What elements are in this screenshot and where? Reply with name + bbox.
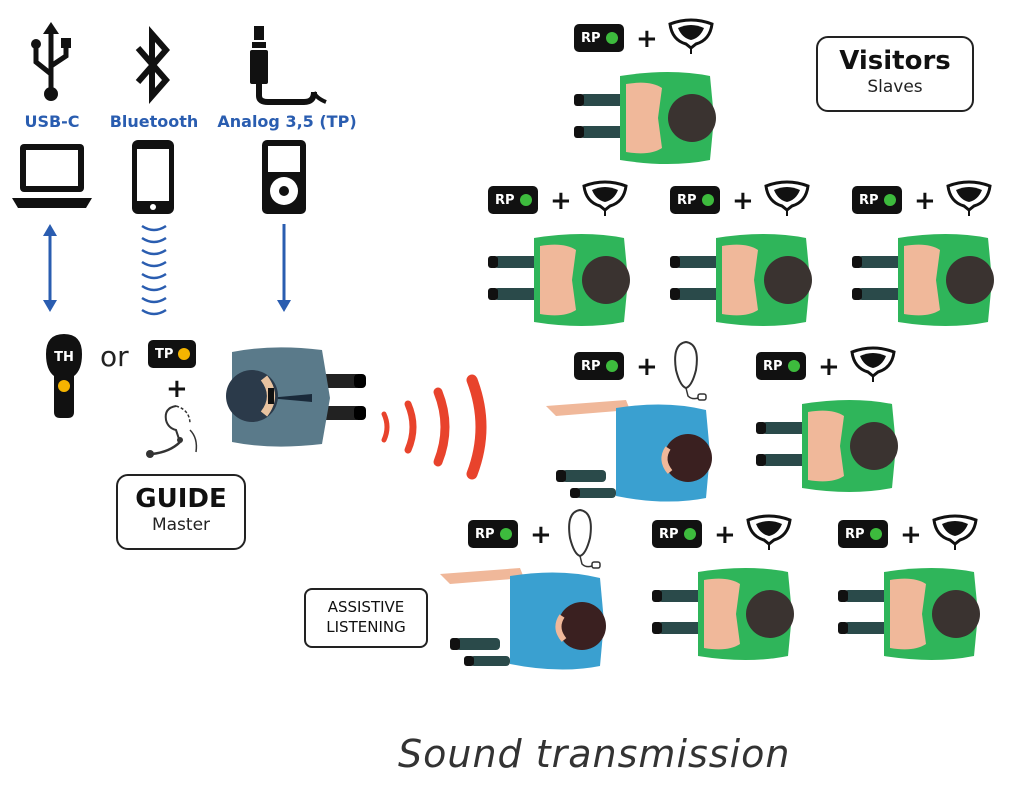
figure-caption: Sound transmission xyxy=(398,732,791,776)
handheld-transmitter-icon xyxy=(46,334,82,418)
earpiece-icon xyxy=(850,346,896,382)
bluetooth-icon xyxy=(135,26,170,104)
receiver-label: RP xyxy=(475,526,495,542)
assistive-line1: ASSISTIVE xyxy=(327,598,405,616)
receiver-led-icon xyxy=(605,360,618,372)
receiver-label: RP xyxy=(677,192,697,208)
receiver-chip: RP xyxy=(574,352,624,380)
visitor-plus: + xyxy=(900,520,922,550)
earpiece-icon xyxy=(582,180,628,216)
earpiece-icon xyxy=(668,18,714,54)
usb-c-label: USB-C xyxy=(24,112,80,131)
visitors-title: Visitors xyxy=(839,46,951,76)
tp-transmitter-chip: TP xyxy=(148,340,197,368)
headset-microphone-icon xyxy=(146,405,198,458)
usb-icon xyxy=(31,22,71,101)
receiver-label: RP xyxy=(763,358,783,374)
sound-waves-icon xyxy=(381,374,487,480)
receiver-led-icon xyxy=(883,194,896,206)
music-player-icon xyxy=(262,140,306,214)
usb-connection-arrow xyxy=(43,224,57,312)
tp-led-icon xyxy=(178,348,191,360)
visitor-plus: + xyxy=(550,186,572,216)
receiver-led-icon xyxy=(787,360,800,372)
receiver-label: RP xyxy=(581,30,601,46)
receiver-chip: RP xyxy=(652,520,702,548)
receiver-led-icon xyxy=(701,194,714,206)
visitor-person-figure xyxy=(756,400,898,492)
audio-jack-icon xyxy=(250,26,327,105)
th-label: TH xyxy=(54,350,74,365)
or-text: or xyxy=(100,340,129,373)
receiver-led-icon xyxy=(519,194,532,206)
visitor-person-figure xyxy=(852,234,994,326)
analog-connection-arrow xyxy=(277,224,291,312)
receiver-led-icon xyxy=(605,32,618,44)
earpiece-icon xyxy=(932,514,978,550)
guide-subtitle: Master xyxy=(151,515,211,535)
visitor-plus: + xyxy=(530,520,552,550)
assistive-listening-box: ASSISTIVE LISTENING xyxy=(304,588,428,648)
visitor-person-figure xyxy=(488,234,630,326)
guide-title: GUIDE xyxy=(135,484,227,514)
visitor-plus: + xyxy=(714,520,736,550)
guide-plus: + xyxy=(166,374,188,404)
receiver-chip: RP xyxy=(468,520,518,548)
assistive-listener-figure xyxy=(546,400,712,502)
receiver-chip: RP xyxy=(488,186,538,214)
visitor-plus: + xyxy=(914,186,936,216)
receiver-label: RP xyxy=(581,358,601,374)
visitor-plus: + xyxy=(636,352,658,382)
receiver-label: RP xyxy=(495,192,515,208)
visitor-person-figure xyxy=(670,234,812,326)
visitor-person-figure xyxy=(838,568,980,660)
assistive-line2: LISTENING xyxy=(326,618,406,636)
analog-label: Analog 3,5 (TP) xyxy=(217,112,357,131)
receiver-led-icon xyxy=(683,528,696,540)
earpiece-icon xyxy=(764,180,810,216)
laptop-icon xyxy=(12,144,92,208)
receiver-label: RP xyxy=(859,192,879,208)
guide-person-figure xyxy=(226,347,366,447)
receiver-chip: RP xyxy=(852,186,902,214)
receiver-led-icon xyxy=(869,528,882,540)
visitor-plus: + xyxy=(636,24,658,54)
earpiece-icon xyxy=(946,180,992,216)
earpiece-icon xyxy=(746,514,792,550)
receiver-chip: RP xyxy=(670,186,720,214)
receiver-chip: RP xyxy=(756,352,806,380)
neck-loop-icon xyxy=(674,340,707,401)
bluetooth-waves xyxy=(141,224,167,316)
assistive-listener-figure xyxy=(440,568,606,670)
smartphone-icon xyxy=(132,140,174,214)
receiver-label: RP xyxy=(845,526,865,542)
visitor-person-figure xyxy=(574,72,716,164)
visitor-plus: + xyxy=(732,186,754,216)
receiver-led-icon xyxy=(499,528,512,540)
tp-label: TP xyxy=(155,346,174,362)
bluetooth-label: Bluetooth xyxy=(109,112,199,131)
guide-master-box: GUIDE Master xyxy=(116,474,246,550)
receiver-label: RP xyxy=(659,526,679,542)
receiver-chip: RP xyxy=(838,520,888,548)
visitors-subtitle: Slaves xyxy=(867,77,923,97)
visitors-slaves-box: Visitors Slaves xyxy=(816,36,974,112)
neck-loop-icon xyxy=(568,508,601,569)
receiver-chip: RP xyxy=(574,24,624,52)
visitor-person-figure xyxy=(652,568,794,660)
visitor-plus: + xyxy=(818,352,840,382)
